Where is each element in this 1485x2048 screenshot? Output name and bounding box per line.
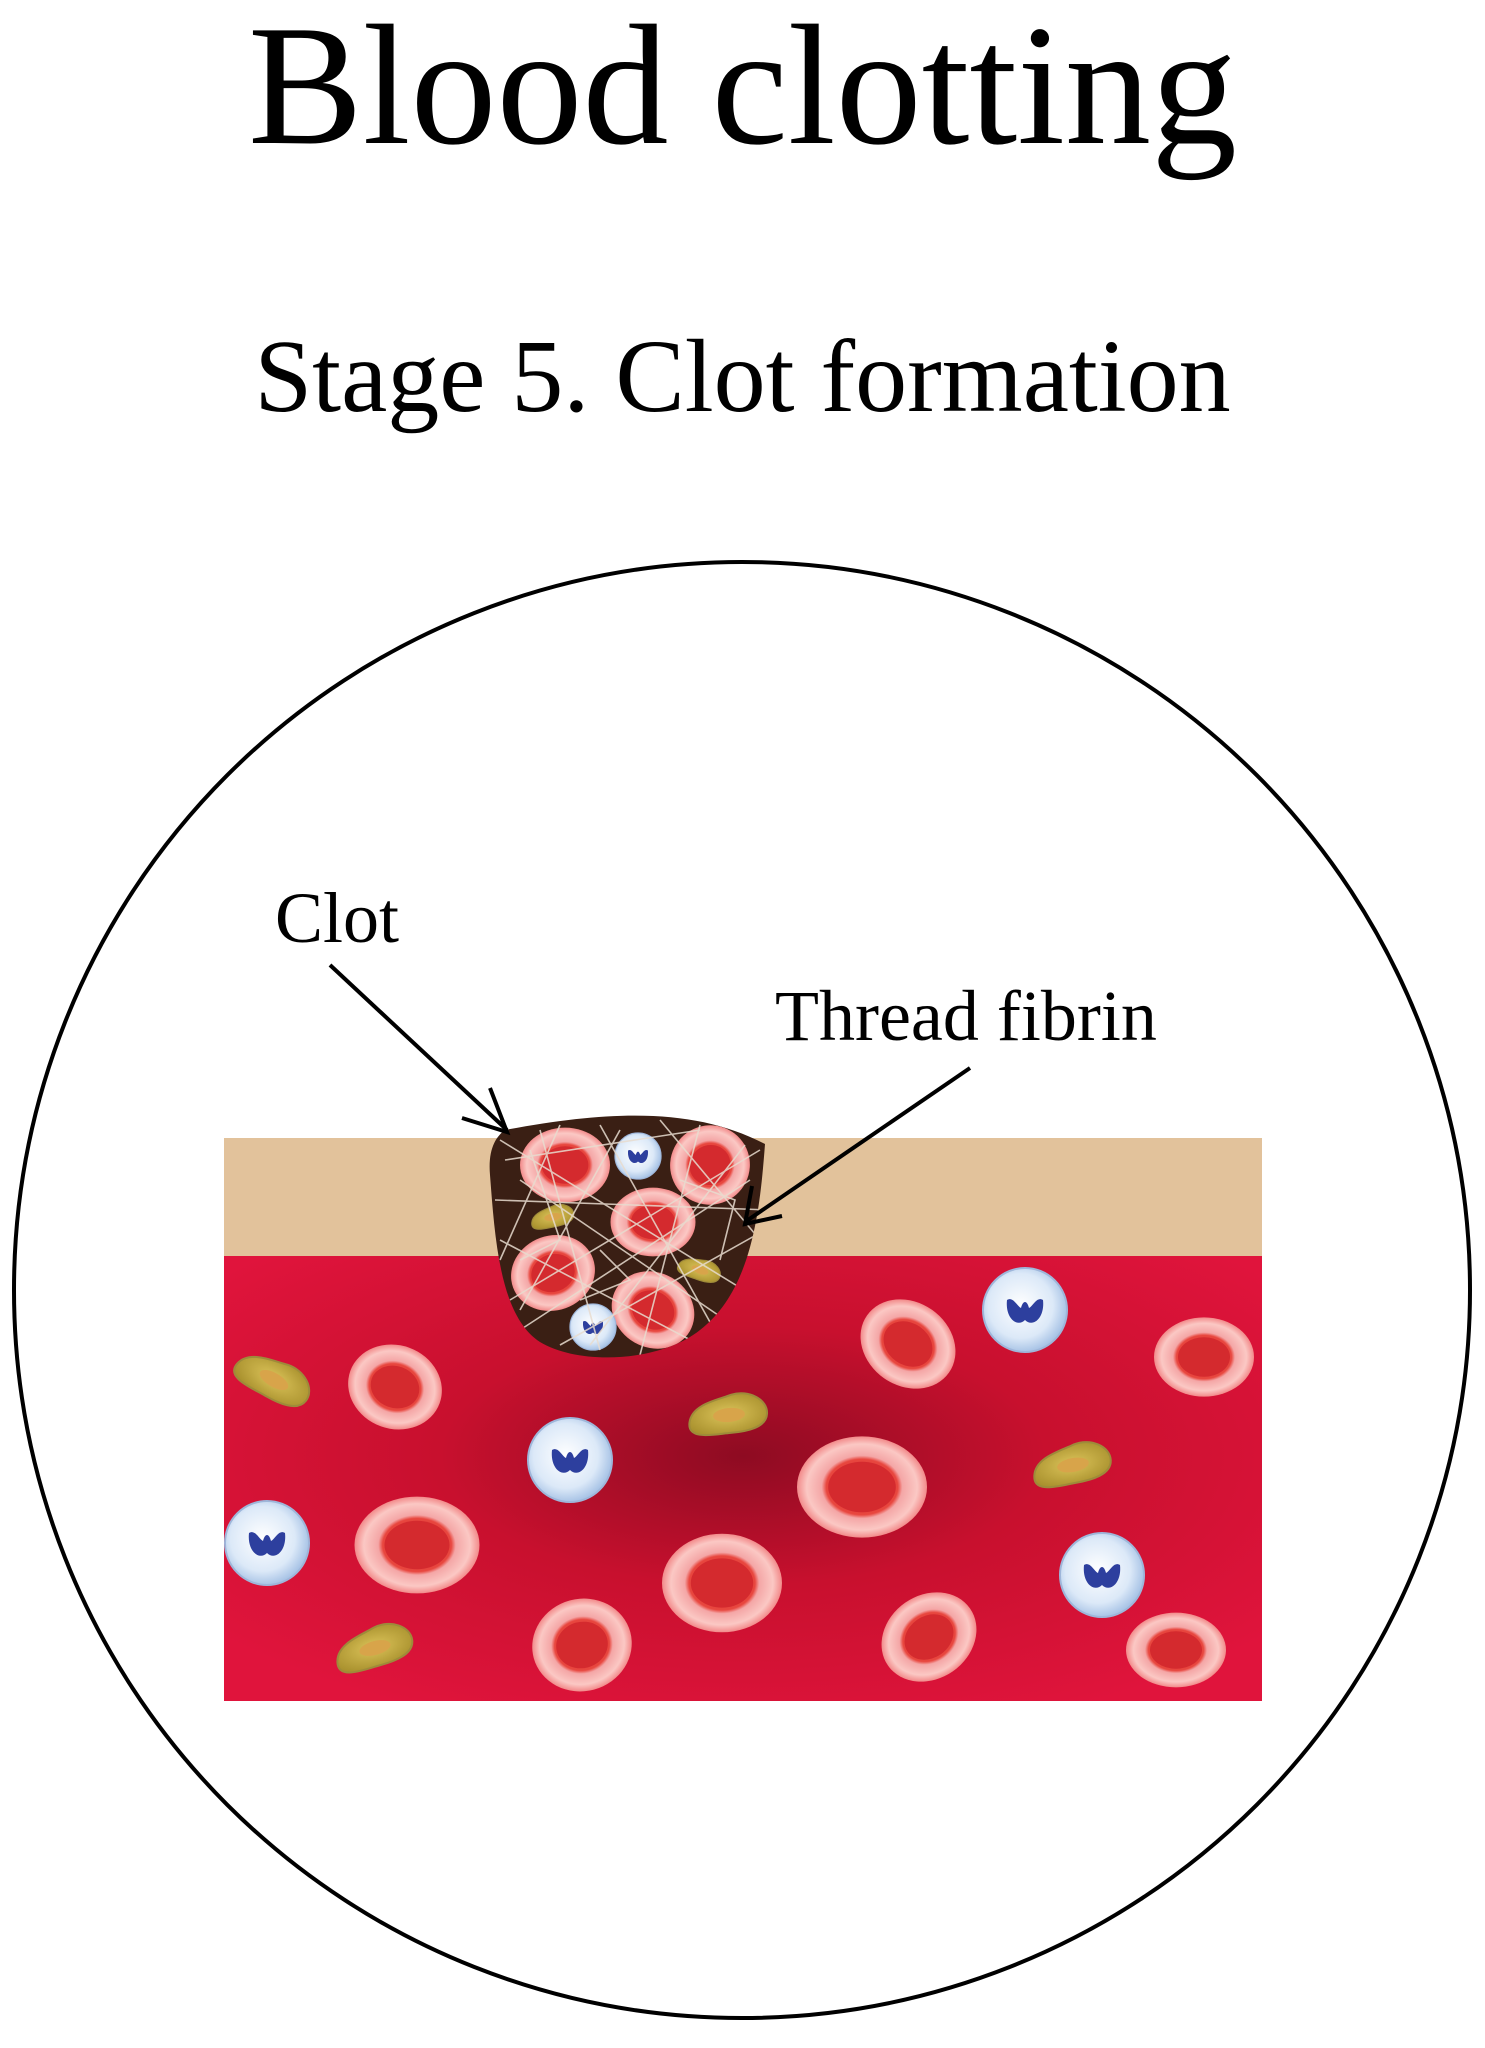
title-text: Blood clotting xyxy=(248,0,1237,181)
fibrin-threads xyxy=(494,1119,765,1356)
fibrin-label: Thread fibrin xyxy=(775,976,1157,1056)
magnifier-circle xyxy=(12,560,1472,2020)
page-subtitle: Stage 5. Clot formation xyxy=(254,319,1231,434)
fibrin-arrow xyxy=(742,1066,972,1227)
page-title: Blood clotting xyxy=(0,0,1485,172)
clot xyxy=(489,1115,765,1358)
clot-arrow xyxy=(328,963,511,1136)
clot-label: Clot xyxy=(275,878,399,958)
